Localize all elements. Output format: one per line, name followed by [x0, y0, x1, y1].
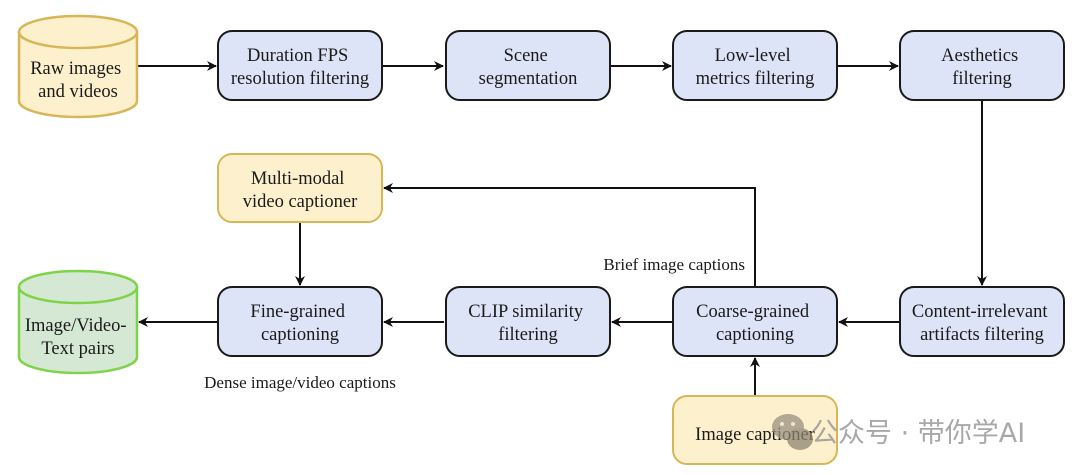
- svg-text:Aesthetics filtering: Aesthetics filtering: [941, 46, 1023, 89]
- svg-text:Image/Video- Text pairs: Image/Video- Text pairs: [25, 316, 131, 359]
- node-content-line2: artifacts filtering: [920, 325, 1044, 345]
- svg-text:Fine-grained captioning: Fine-grained captioning: [250, 302, 349, 345]
- edges: [137, 61, 987, 396]
- node-multi-modal-video-captioner: Multi-modal video captioner: [217, 153, 383, 223]
- node-pairs-line1: Image/Video-: [25, 316, 127, 336]
- svg-text:Low-level metrics filter: Low-level metrics filtering: [696, 46, 815, 89]
- node-coarse-line1: Coarse-grained: [696, 302, 810, 322]
- box: [445, 30, 611, 101]
- node-duration-line1: Duration FPS: [247, 46, 348, 66]
- node-pairs-line2: Text pairs: [41, 339, 114, 359]
- node-multimodal-line2: video captioner: [243, 192, 358, 212]
- node-raw-line1: Raw images: [30, 59, 121, 79]
- label-dense-captions: Dense image/video captions: [204, 373, 396, 392]
- edge-coarse-to-multimodal: [383, 183, 756, 286]
- watermark-text: 公众号 · 带你学AI: [811, 418, 1025, 449]
- node-scene-line1: Scene: [504, 46, 548, 66]
- node-image-video-text-pairs: Image/Video- Text pairs: [17, 269, 139, 375]
- node-multimodal-line1: Multi-modal: [251, 169, 345, 189]
- box: [217, 30, 383, 101]
- node-lowlevel-line2: metrics filtering: [696, 69, 815, 89]
- node-fine-line1: Fine-grained: [250, 302, 345, 322]
- node-raw-images-videos: Raw images and videos: [17, 14, 139, 119]
- cylinder-top: [17, 269, 139, 305]
- cylinder-body: [17, 32, 139, 119]
- node-content-line1: Content-irrelevant: [912, 302, 1048, 322]
- cylinder-body: [17, 287, 139, 375]
- box: [899, 286, 1065, 357]
- label-brief-image-captions: Brief image captions: [603, 255, 745, 274]
- node-duration-fps-filtering: Duration FPS resolution filtering: [217, 30, 383, 101]
- svg-text:CLIP similarity filterin: CLIP similarity filtering: [468, 302, 588, 345]
- node-coarse-grained-captioning: Coarse-grained captioning: [672, 286, 838, 357]
- svg-text:Coarse-grained captionin: Coarse-grained captioning: [696, 302, 814, 345]
- node-clip-line1: CLIP similarity: [468, 302, 584, 322]
- node-scene-line2: segmentation: [479, 69, 578, 89]
- node-clip-similarity-filtering: CLIP similarity filtering: [445, 286, 611, 357]
- node-content-irrelevant-artifacts-filtering: Content-irrelevant artifacts filtering: [899, 286, 1065, 357]
- cylinder-top: [17, 14, 139, 50]
- box: [672, 30, 838, 101]
- svg-text:Multi-modal video captio: Multi-modal video captioner: [243, 169, 358, 212]
- node-aesthetics-line1: Aesthetics: [941, 46, 1018, 66]
- watermark: 公众号 · 带你学AI: [772, 414, 1025, 450]
- svg-text:Scene segmentation: Scene segmentation: [479, 46, 578, 89]
- box: [445, 286, 611, 357]
- node-duration-line2: resolution filtering: [231, 69, 369, 89]
- svg-text:Content-irrelevant artif: Content-irrelevant artifacts filtering: [912, 302, 1052, 345]
- node-fine-grained-captioning: Fine-grained captioning: [217, 286, 383, 357]
- box: [899, 30, 1065, 101]
- node-aesthetics-line2: filtering: [952, 69, 1012, 89]
- node-low-level-metrics-filtering: Low-level metrics filtering: [672, 30, 838, 101]
- node-fine-line2: captioning: [261, 325, 339, 345]
- node-lowlevel-line1: Low-level: [715, 46, 791, 66]
- svg-text:Raw images and videos: Raw images and videos: [30, 59, 126, 102]
- wechat-icon: [772, 414, 813, 450]
- node-coarse-line2: captioning: [716, 325, 794, 345]
- svg-text:Duration FPS resolution: Duration FPS resolution filtering: [231, 46, 369, 89]
- node-raw-line2: and videos: [38, 82, 118, 102]
- box: [217, 286, 383, 357]
- node-scene-segmentation: Scene segmentation: [445, 30, 611, 101]
- box: [217, 153, 383, 223]
- node-clip-line2: filtering: [498, 325, 558, 345]
- box: [672, 286, 838, 357]
- node-aesthetics-filtering: Aesthetics filtering: [899, 30, 1065, 101]
